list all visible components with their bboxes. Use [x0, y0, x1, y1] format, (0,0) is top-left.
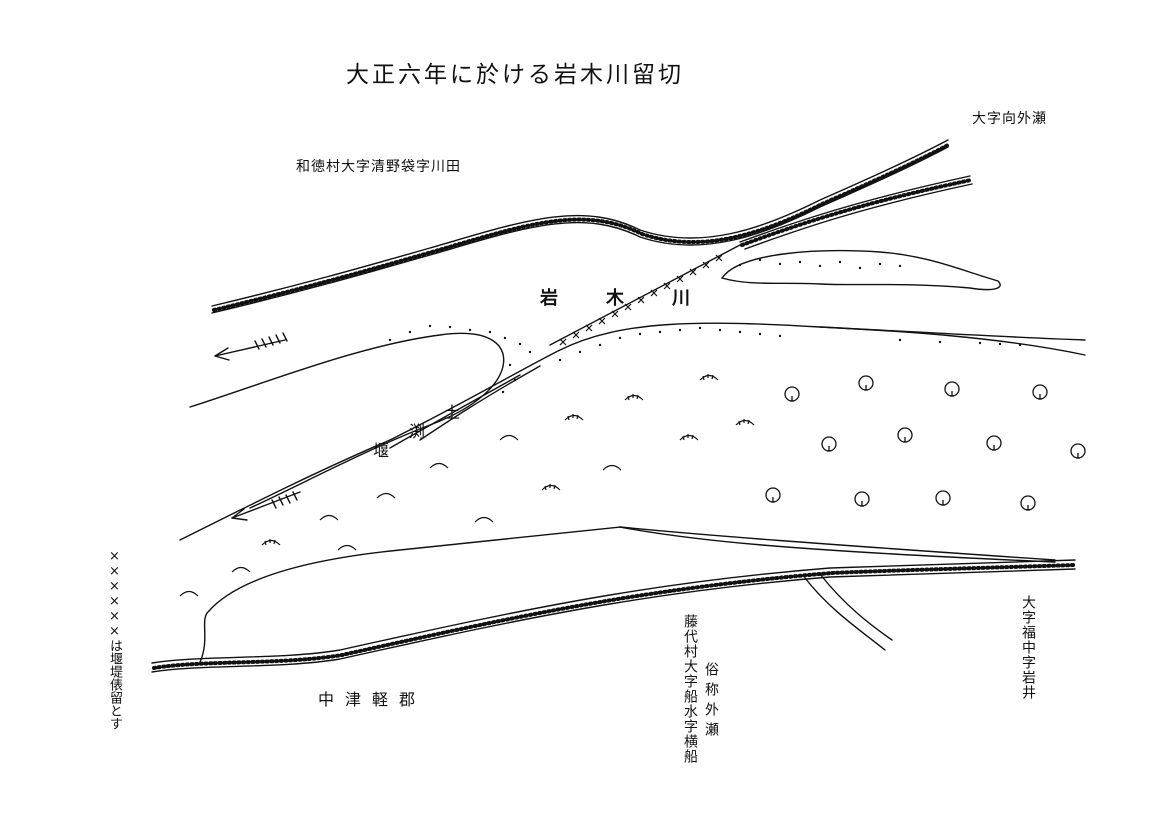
- dike-fill: [389, 365, 541, 449]
- river-name-label: 岩木川: [540, 288, 738, 309]
- place-label-southwest: 中津軽郡: [318, 690, 427, 709]
- flow-arrow-icon: [231, 491, 301, 521]
- weir-line: [549, 244, 741, 346]
- northeast-embankment: [739, 175, 973, 250]
- legend-note: ××××××は堰堤俵留とす: [107, 549, 122, 730]
- map-title: 大正六年に於ける岩木川留切: [346, 62, 684, 88]
- place-label-northwest: 和徳村大字清野袋字川田: [296, 159, 461, 175]
- grass-tuft-icon: [179, 374, 755, 597]
- place-label-south-village: 藤代村大字船水字横船: [682, 614, 698, 764]
- dike-label: 土: [444, 403, 461, 422]
- place-label-northeast: 大字向外瀬: [972, 111, 1047, 127]
- river-channel: [179, 322, 1086, 663]
- flow-arrow-icon: [214, 332, 288, 361]
- weir-marks: [559, 254, 723, 346]
- sand-island: [720, 249, 1001, 291]
- place-label-common-name: 俗称外瀬: [703, 662, 719, 742]
- south-embankment: [151, 559, 1077, 673]
- north-embankment: [211, 139, 952, 314]
- tree-icon: [765, 375, 1086, 511]
- dike-char: 渕: [409, 422, 426, 441]
- gravel-dots: [388, 258, 1022, 394]
- dike-char: 堰: [373, 441, 390, 460]
- place-label-southeast: 大字福中字岩井: [1020, 595, 1036, 700]
